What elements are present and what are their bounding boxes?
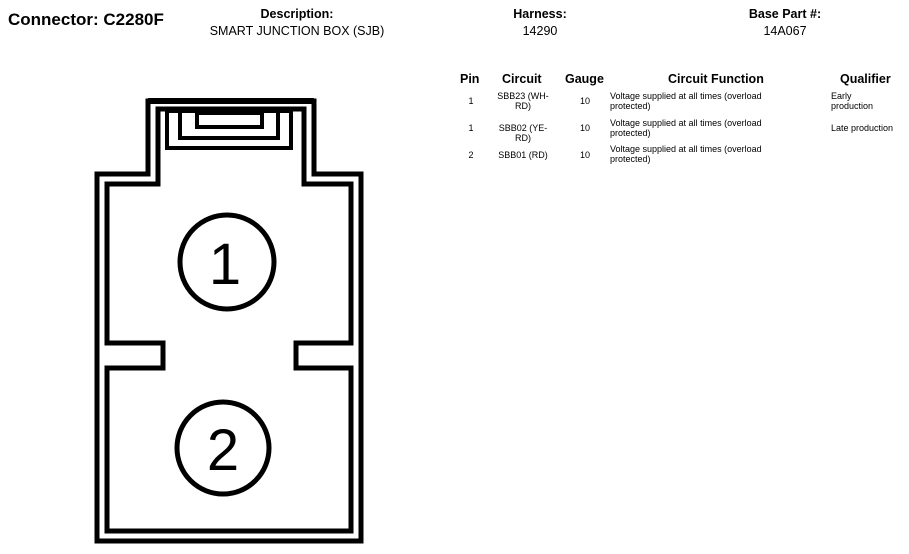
table-row-3-circuit: SBB01 (RD) <box>491 150 555 160</box>
base-part-value: 14A067 <box>763 24 807 38</box>
harness-column: Harness: 14290 <box>480 7 600 38</box>
table-row-1-qualifier-line1: Early <box>831 91 852 101</box>
table-header-function: Circuit Function <box>668 72 764 86</box>
table-row-1-circuit: SBB23 (WH- RD) <box>491 91 555 111</box>
table-row-2-circuit: SBB02 (YE-RD) <box>491 123 555 143</box>
pin-1-cavity <box>177 212 277 312</box>
connector-inner-outline <box>104 106 354 534</box>
table-header-circuit: Circuit <box>502 72 542 86</box>
pin-1-label: 1 <box>209 232 241 297</box>
table-row-3-function: Voltage supplied at all times (overload … <box>610 144 810 164</box>
table-header-gauge: Gauge <box>565 72 604 86</box>
table-header-pin: Pin <box>460 72 480 86</box>
description-value: SMART JUNCTION BOX (SJB) <box>209 24 385 38</box>
table-row-1-gauge: 10 <box>579 96 590 106</box>
table-row-3-circuit-line1: SBB01 (RD) <box>498 150 548 160</box>
table-row-1-function-line1: Voltage supplied at all times (overload <box>610 91 762 101</box>
table-row-1-qualifier-line2: production <box>831 101 874 111</box>
table-row-1-pin: 1 <box>468 96 474 106</box>
table-row-2-function-line1: Voltage supplied at all times (overload <box>610 118 762 128</box>
table-row-3-gauge: 10 <box>579 150 590 160</box>
base-part-label: Base Part #: <box>748 7 822 21</box>
pin-2-cavity <box>174 399 272 497</box>
base-part-column: Base Part #: 14A067 <box>725 7 845 38</box>
table-row-1-circuit-line1: SBB23 (WH- <box>497 91 549 101</box>
table-row-2-pin: 1 <box>468 123 474 133</box>
table-row-3-function-line2: protected) <box>610 154 651 164</box>
description-label: Description: <box>260 7 334 21</box>
pin-2-label: 2 <box>207 418 239 483</box>
table-header-qualifier: Qualifier <box>840 72 891 86</box>
table-row-1-circuit-line2: RD) <box>515 101 531 111</box>
table-row-2-function-line2: protected) <box>610 128 651 138</box>
connector-outer-outline <box>94 98 364 544</box>
table-row-3-function-line1: Voltage supplied at all times (overload <box>610 144 762 154</box>
table-row-1-qualifier: Early production <box>831 91 909 111</box>
harness-label: Harness: <box>513 7 567 21</box>
table-row-2-qualifier: Late production <box>831 123 909 133</box>
table-row-1-function-line2: protected) <box>610 101 651 111</box>
harness-value: 14290 <box>522 24 558 38</box>
table-row-1-function: Voltage supplied at all times (overload … <box>610 91 810 111</box>
connector-latch-window <box>195 111 264 129</box>
description-column: Description: SMART JUNCTION BOX (SJB) <box>197 7 397 38</box>
table-row-3-pin: 2 <box>468 150 474 160</box>
table-row-2-circuit-line1: SBB02 (YE-RD) <box>498 123 548 143</box>
table-row-2-qualifier-line1: Late production <box>831 123 894 133</box>
table-row-2-function: Voltage supplied at all times (overload … <box>610 118 810 138</box>
connector-title: Connector: C2280F <box>8 10 164 29</box>
table-row-2-gauge: 10 <box>579 123 590 133</box>
connector-latch <box>165 109 293 150</box>
